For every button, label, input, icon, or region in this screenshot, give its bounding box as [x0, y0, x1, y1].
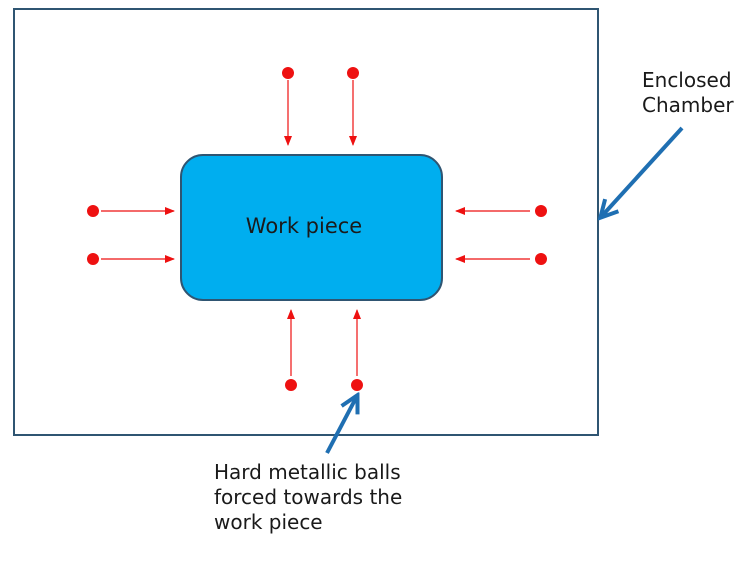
metallic-ball	[351, 379, 363, 391]
top-ball-group	[282, 67, 359, 146]
metallic-ball	[87, 205, 99, 217]
chamber-callout-arrow	[601, 126, 684, 217]
right-ball-group	[455, 205, 547, 265]
work-piece-label: Work piece	[246, 214, 362, 238]
chamber-label-line1: Enclosed	[642, 68, 732, 92]
metallic-ball	[285, 379, 297, 391]
metallic-ball	[535, 253, 547, 265]
metallic-ball	[347, 67, 359, 79]
balls-caption-line3: work piece	[214, 510, 323, 534]
metallic-ball	[535, 205, 547, 217]
balls-caption-line2: forced towards the	[214, 485, 402, 509]
metallic-ball	[87, 253, 99, 265]
work-piece	[180, 154, 443, 301]
left-ball-group	[87, 205, 175, 265]
metallic-ball	[282, 67, 294, 79]
balls-caption-line1: Hard metallic balls	[214, 460, 401, 484]
bottom-ball-group	[285, 309, 363, 391]
balls-callout-arrow	[325, 396, 357, 454]
chamber-label-line2: Chamber	[642, 93, 734, 117]
